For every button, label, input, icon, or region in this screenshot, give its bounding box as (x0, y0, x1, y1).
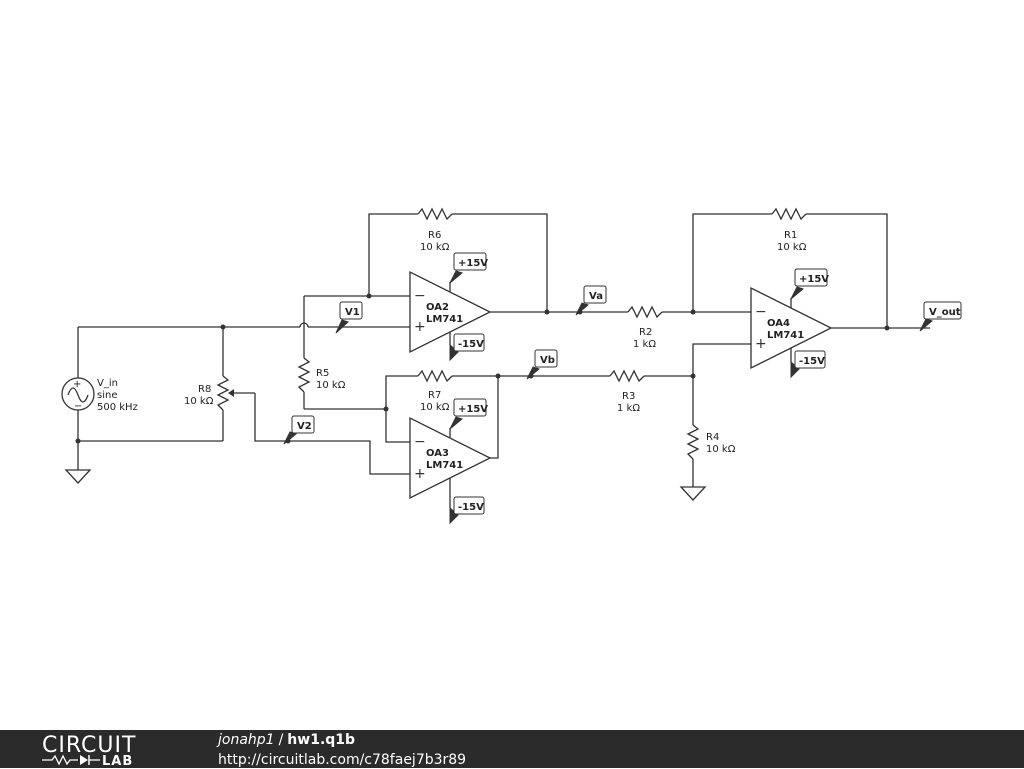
oa3-name: OA3 (426, 448, 449, 459)
source-name: V_in (97, 378, 118, 389)
r7-name: R7 (428, 390, 441, 401)
supply-label-oa2-pos[interactable]: +15V (449, 252, 488, 284)
r7-value: 10 kΩ (420, 402, 450, 413)
voltage-source-v-in[interactable]: + − V_in sine 500 kHz (61, 327, 138, 484)
svg-text:-15V: -15V (458, 339, 484, 350)
svg-text:+15V: +15V (799, 274, 829, 285)
opamp-oa2[interactable]: − + OA2 LM741 (409, 270, 492, 354)
svg-text:−: − (755, 304, 767, 320)
circuit-name[interactable]: hw1.q1b (287, 732, 356, 748)
svg-text:+15V: +15V (458, 404, 488, 415)
svg-text:V2: V2 (297, 421, 312, 432)
svg-text:+: + (414, 466, 426, 482)
r8-value: 10 kΩ (184, 396, 214, 407)
circuit-info: jonahp1/hw1.q1b http://circuitlab.com/c7… (218, 732, 466, 769)
oa4-name: OA4 (767, 318, 790, 329)
circuitlab-logo[interactable]: CIRCUIT LAB (42, 732, 182, 766)
resistor-r1[interactable]: R1 10 kΩ (771, 207, 807, 253)
svg-text:+: + (755, 336, 767, 352)
circuit-url-link[interactable]: http://circuitlab.com/c78faej7b3r89 (218, 752, 467, 768)
svg-text:V_out: V_out (929, 307, 961, 318)
supply-label-oa2-neg[interactable]: -15V (449, 333, 485, 362)
svg-text:−: − (414, 434, 426, 450)
schematic-canvas: + − V_in sine 500 kHz R8 10 kΩ R5 10 kΩ … (61, 207, 962, 525)
resistor-r7[interactable]: R7 10 kΩ (417, 369, 453, 413)
resistor-r6[interactable]: R6 10 kΩ (417, 207, 453, 253)
r3-name: R3 (622, 391, 635, 402)
opamp-oa3[interactable]: − + OA3 LM741 (409, 416, 492, 508)
logo-text-top: CIRCUIT (42, 733, 136, 758)
logo-text-bottom: LAB (102, 754, 133, 766)
node-label-va[interactable]: Va (575, 285, 607, 316)
supply-label-oa4-pos[interactable]: +15V (790, 268, 829, 300)
r5-value: 10 kΩ (316, 380, 346, 391)
resistor-r5[interactable]: R5 10 kΩ (297, 357, 346, 393)
r6-name: R6 (428, 230, 441, 241)
svg-text:-15V: -15V (799, 356, 825, 367)
resistor-r4[interactable]: R4 10 kΩ (686, 424, 736, 460)
svg-text:−: − (74, 401, 82, 412)
supply-label-oa3-neg[interactable]: -15V (449, 496, 485, 525)
svg-text:Vb: Vb (540, 355, 555, 366)
r8-name: R8 (198, 384, 211, 395)
node-label-v-out[interactable]: V_out (919, 301, 962, 332)
source-type: sine (97, 390, 117, 401)
svg-text:-15V: -15V (458, 502, 484, 513)
svg-text:+: + (414, 319, 426, 335)
source-frequency: 500 kHz (97, 402, 138, 413)
path-separator: / (278, 732, 284, 748)
r6-value: 10 kΩ (420, 242, 450, 253)
node-label-v2[interactable]: V2 (283, 415, 315, 445)
resistor-r2[interactable]: R2 1 kΩ (627, 305, 663, 350)
oa3-model: LM741 (426, 460, 463, 471)
svg-text:V1: V1 (345, 307, 360, 318)
oa2-name: OA2 (426, 302, 449, 313)
node-label-vb[interactable]: Vb (526, 349, 558, 380)
supply-label-oa4-neg[interactable]: -15V (790, 350, 826, 379)
opamp-oa4[interactable]: − + OA4 LM741 (750, 286, 833, 370)
r1-name: R1 (784, 230, 797, 241)
node-label-v1[interactable]: V1 (335, 301, 363, 334)
oa4-model: LM741 (767, 330, 804, 341)
resistor-r3[interactable]: R3 1 kΩ (609, 369, 645, 414)
svg-text:+15V: +15V (458, 258, 488, 269)
oa2-model: LM741 (426, 314, 463, 325)
owner-name[interactable]: jonahp1 (218, 732, 275, 748)
footer-bar: CIRCUIT LAB jonahp1/hw1.q1b http://circu… (0, 730, 1024, 768)
r4-value: 10 kΩ (706, 444, 736, 455)
r1-value: 10 kΩ (777, 242, 807, 253)
r3-value: 1 kΩ (617, 403, 640, 414)
r4-name: R4 (706, 432, 719, 443)
potentiometer-r8[interactable]: R8 10 kΩ (184, 327, 255, 441)
svg-text:+: + (73, 379, 81, 390)
r2-value: 1 kΩ (633, 339, 656, 350)
r2-name: R2 (639, 327, 652, 338)
r5-name: R5 (316, 368, 329, 379)
svg-text:−: − (414, 288, 426, 304)
supply-label-oa3-pos[interactable]: +15V (449, 398, 488, 430)
svg-text:Va: Va (589, 291, 603, 302)
